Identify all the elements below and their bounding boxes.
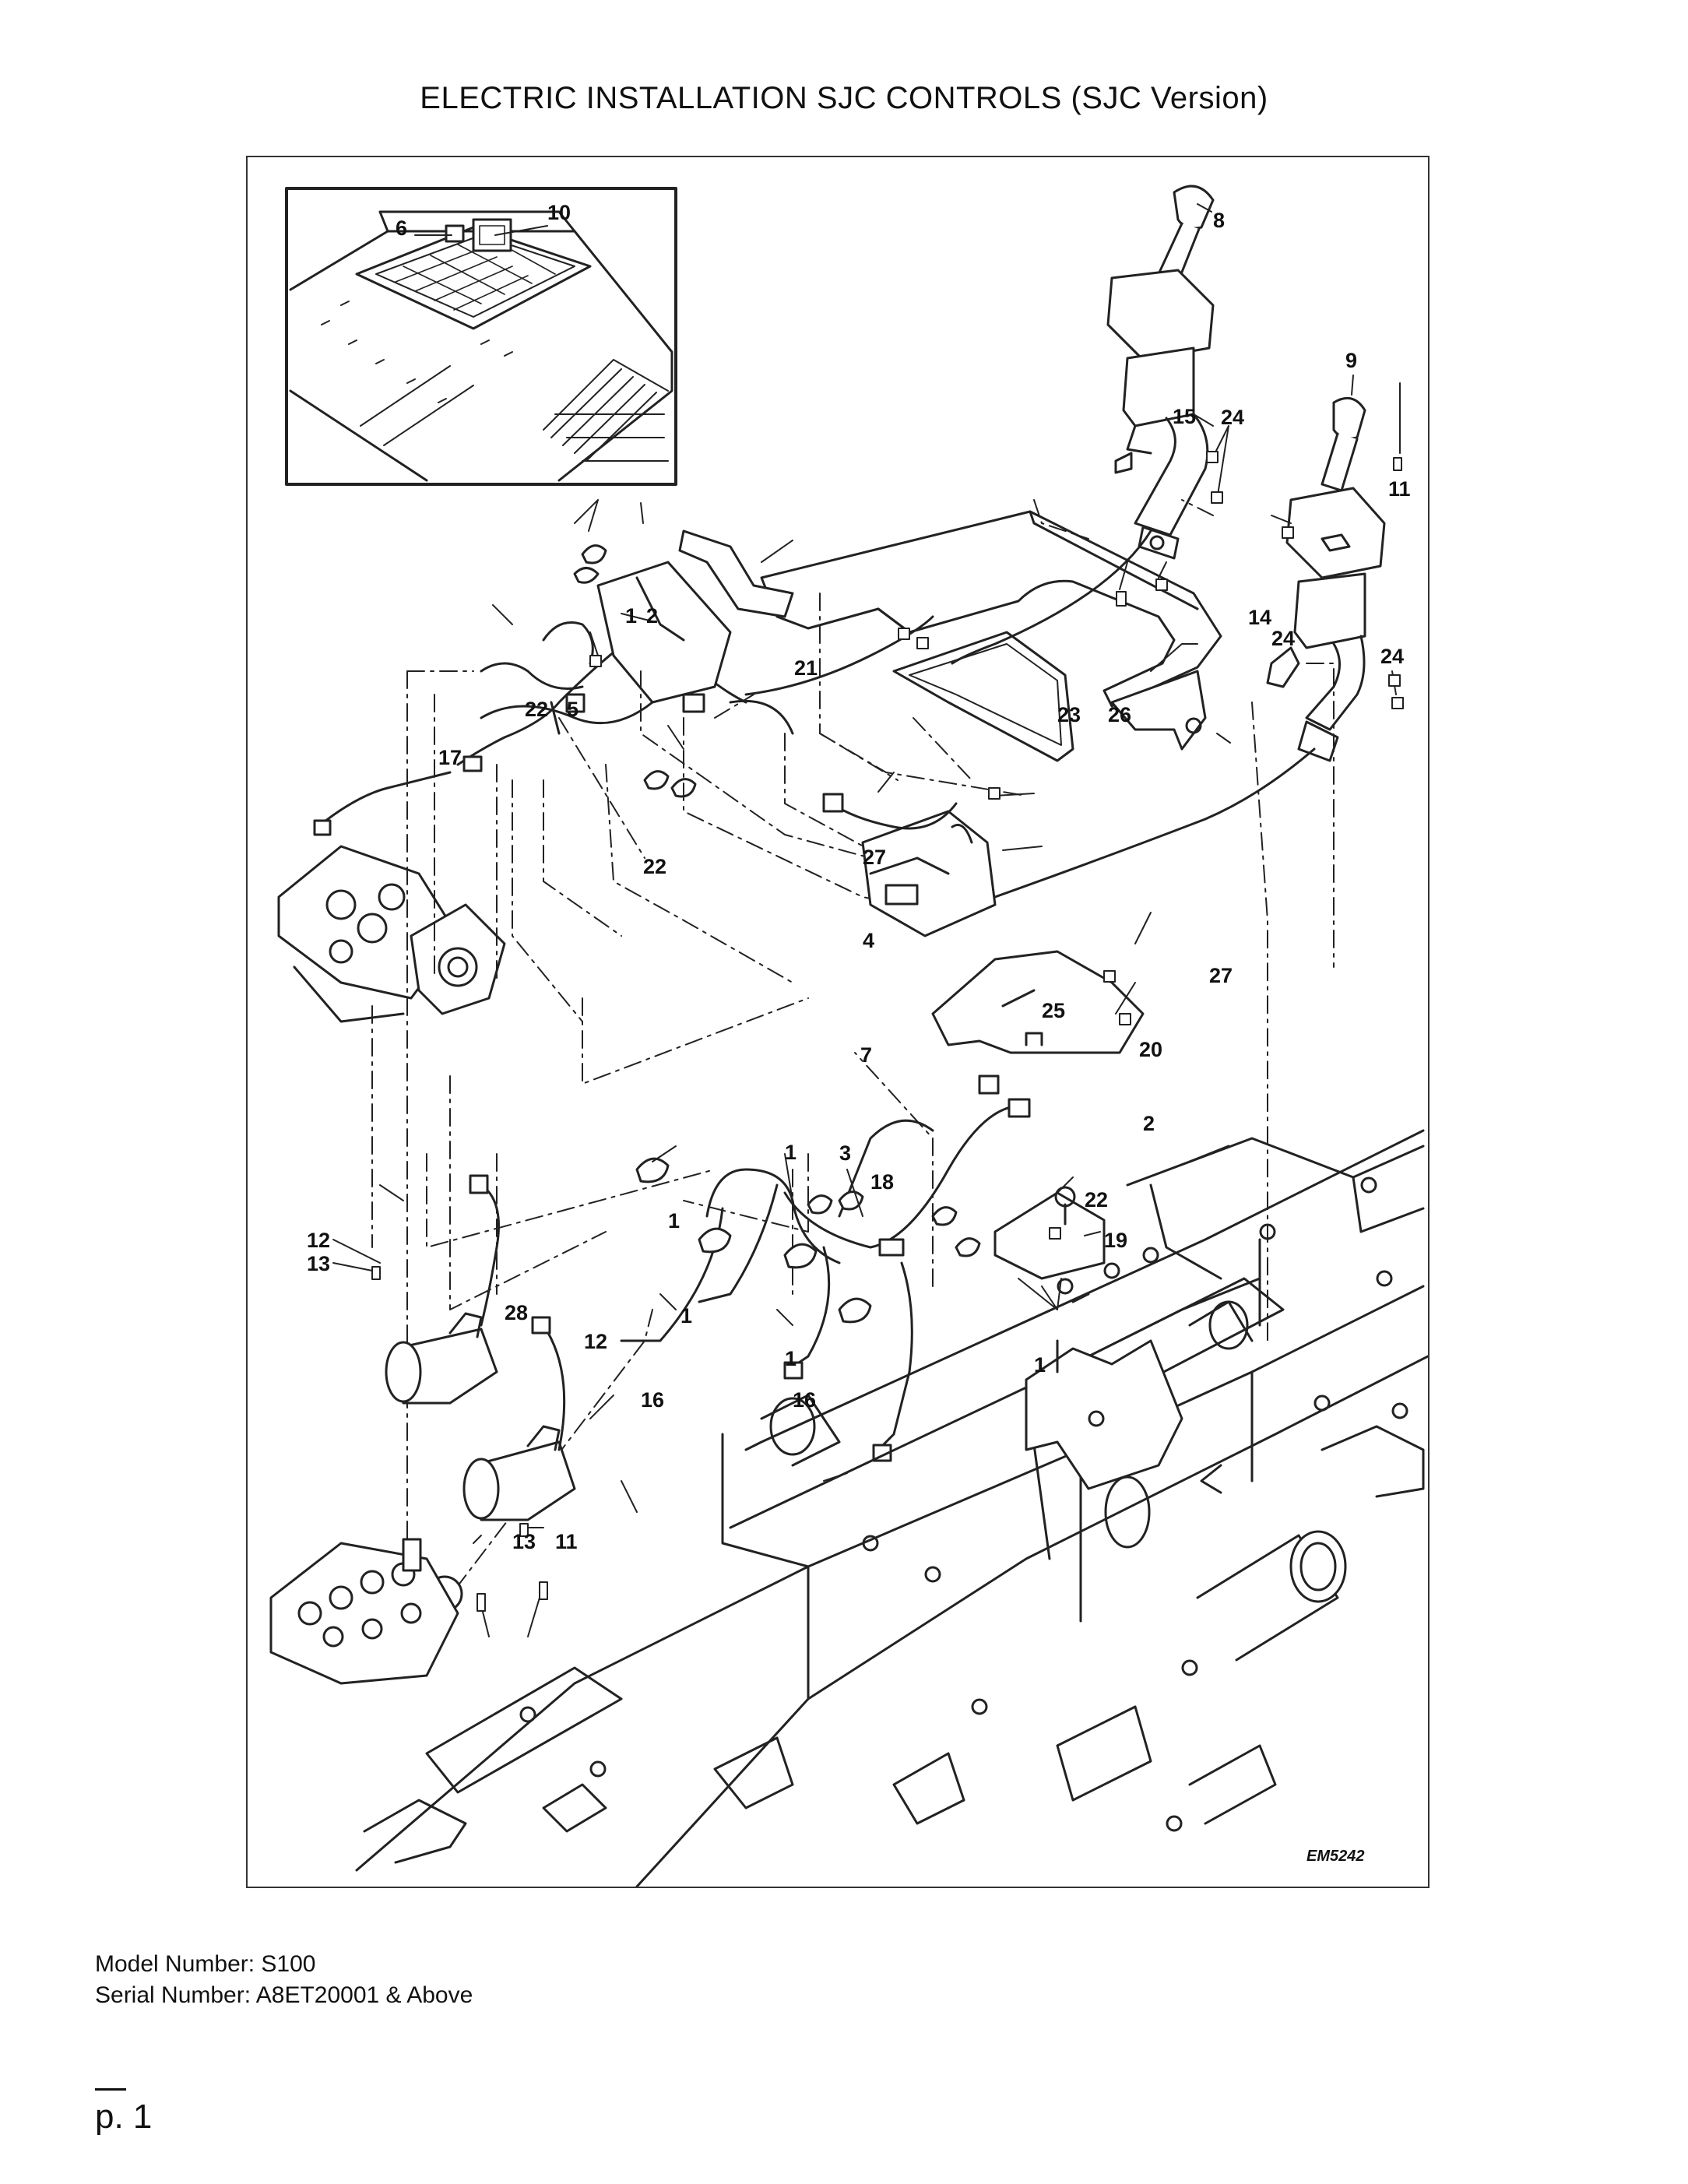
callout-21: 21	[794, 656, 818, 680]
hydraulic-valve-upper	[277, 845, 506, 1023]
machine-frame	[355, 1129, 1428, 1887]
callout-10: 10	[547, 201, 571, 224]
solenoids	[385, 1174, 576, 1613]
callout-2b: 2	[1143, 1112, 1155, 1135]
callout-13b: 13	[512, 1530, 536, 1553]
callout-16b: 16	[793, 1388, 816, 1412]
callout-27a: 27	[863, 846, 886, 869]
callout-25: 25	[1042, 999, 1065, 1022]
callout-3: 3	[839, 1141, 851, 1165]
callout-9: 9	[1345, 349, 1357, 372]
callout-24a: 24	[1221, 406, 1244, 429]
callout-24c: 24	[1380, 645, 1404, 668]
callout-19: 19	[1104, 1229, 1127, 1252]
parts-diagram-frame: 6 10 8 9 15 24 11 14 24 24 1 2 21 22 5 2…	[246, 156, 1430, 1888]
callout-17: 17	[438, 746, 462, 769]
drawing-code: EM5242	[1306, 1848, 1365, 1865]
callout-27b: 27	[1209, 964, 1233, 987]
callout-1e: 1	[785, 1347, 797, 1370]
callout-labels: 6 10 8 9 15 24 11 14 24 24 1 2 21 22 5 2…	[307, 201, 1411, 1865]
callout-2a: 2	[646, 604, 658, 628]
parts-diagram: 6 10 8 9 15 24 11 14 24 24 1 2 21 22 5 2…	[269, 185, 1428, 1887]
callout-1b: 1	[785, 1141, 797, 1164]
callout-22a: 22	[525, 698, 548, 721]
callout-13a: 13	[307, 1252, 330, 1275]
callout-20: 20	[1139, 1038, 1162, 1061]
callout-12b: 12	[584, 1330, 607, 1353]
callout-18: 18	[870, 1170, 894, 1194]
callout-11b: 11	[555, 1530, 578, 1553]
callout-12a: 12	[307, 1229, 330, 1252]
callout-22c: 22	[1085, 1188, 1108, 1212]
page-number: p. 1	[95, 2098, 153, 2136]
callout-24b: 24	[1271, 627, 1295, 650]
control-panel	[760, 510, 1316, 899]
footer-divider	[95, 2088, 126, 2091]
inset-view	[285, 187, 677, 486]
callout-1a: 1	[625, 604, 637, 628]
callout-8: 8	[1213, 209, 1225, 232]
callout-11a: 11	[1388, 477, 1411, 501]
harness-left	[313, 529, 934, 836]
callout-6: 6	[396, 216, 407, 240]
joystick-right	[1266, 396, 1386, 762]
joystick-left	[1106, 185, 1215, 560]
callout-4: 4	[863, 929, 874, 952]
controller-module	[822, 793, 1145, 1054]
callout-16a: 16	[641, 1388, 664, 1412]
model-number: Model Number: S100	[95, 1951, 316, 1977]
callout-26: 26	[1108, 703, 1131, 726]
callout-1d: 1	[680, 1304, 692, 1328]
page-title: ELECTRIC INSTALLATION SJC CONTROLS (SJC …	[420, 81, 1268, 115]
callout-1c: 1	[668, 1209, 680, 1233]
callout-28: 28	[505, 1301, 528, 1324]
callout-1f: 1	[1034, 1353, 1046, 1377]
callout-22b: 22	[643, 855, 666, 878]
serial-number: Serial Number: A8ET20001 & Above	[95, 1982, 473, 2008]
harness-lower	[620, 1074, 1106, 1462]
hydraulic-valve-lower	[269, 1538, 459, 1685]
callout-7: 7	[860, 1043, 872, 1067]
hardware-bolts	[371, 451, 1404, 1612]
callout-23: 23	[1057, 703, 1081, 726]
callout-15: 15	[1173, 405, 1196, 428]
callout-5: 5	[567, 698, 578, 721]
callout-14: 14	[1248, 606, 1271, 629]
